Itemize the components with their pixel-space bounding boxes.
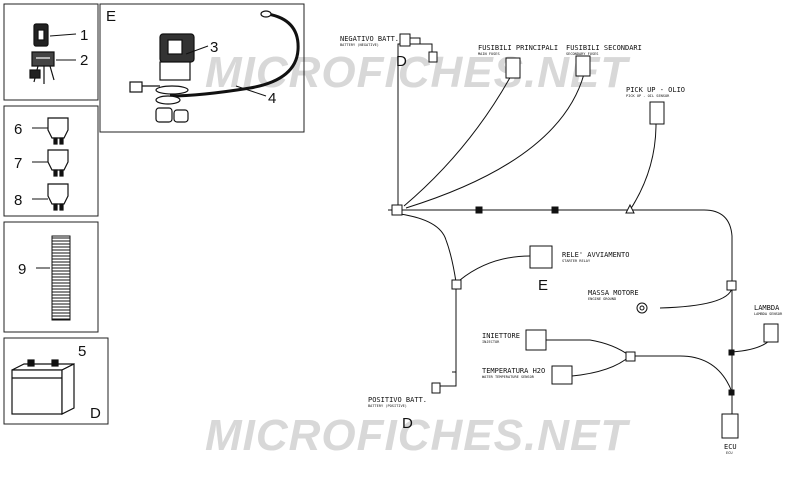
water-temp-label: TEMPERATURA H2O	[482, 367, 545, 375]
panel-battery: 5 D	[3, 337, 109, 425]
lambda-sub: LAMBDA SENSOR	[754, 312, 783, 316]
wiring-harness	[388, 37, 771, 414]
neg-battery-label: NEGATIVO BATT.	[340, 35, 399, 43]
lock-cylinder-drawing	[129, 33, 195, 123]
panel-ignition: 1 2	[3, 3, 99, 101]
pickup-label: PICK UP - OLIO	[626, 86, 685, 94]
starter-relay-sub: STARTER RELAY	[562, 259, 591, 263]
injector-box	[525, 329, 547, 351]
main-fuses-box	[505, 57, 521, 79]
fuse-drawing-7	[47, 149, 69, 177]
harness-labels: NEGATIVO BATT. BATTERY (NEGATIVE) D FUSI…	[340, 35, 783, 455]
lambda-label: LAMBDA	[754, 304, 780, 312]
callout-3: 3	[210, 39, 218, 56]
watermark-top: MICROFICHES.NET	[205, 48, 630, 97]
starter-relay-letter: E	[538, 277, 548, 294]
fuse-drawing-8	[47, 183, 69, 211]
water-temp-sub: WATER TEMPERATURE SENSOR	[482, 375, 535, 379]
panel-strip: 9	[3, 221, 99, 333]
watermark-bottom: MICROFICHES.NET	[205, 411, 630, 460]
injector-label: INIETTORE	[482, 332, 520, 340]
harness-components	[399, 33, 779, 439]
callout-7: 7	[14, 155, 22, 172]
callout-4: 4	[268, 90, 276, 107]
callout-9: 9	[18, 261, 26, 278]
secondary-fuses-box	[575, 55, 591, 77]
engine-ground-sub: ENGINE GROUND	[588, 297, 616, 301]
ribbed-strip-drawing	[51, 235, 71, 321]
neg-battery-sub: BATTERY (NEGATIVE)	[340, 43, 379, 47]
panel-lock-set-letter: E	[106, 8, 116, 25]
ignition-switch-drawing	[29, 23, 55, 84]
neg-battery-terminal	[399, 33, 411, 47]
lambda-box	[763, 323, 779, 343]
harness-connectors	[391, 51, 737, 396]
panel-fuses: 6 7 8	[3, 105, 99, 217]
panel-battery-letter: D	[90, 405, 101, 422]
ecu-label: ECU	[724, 443, 737, 451]
injector-sub: INJECTOR	[482, 340, 500, 344]
callout-2: 2	[80, 52, 88, 69]
main-fuses-label: FUSIBILI PRINCIPALI	[478, 44, 558, 52]
secondary-fuses-label: FUSIBILI SECONDARI	[566, 44, 642, 52]
main-fuses-sub: MAIN FUSES	[478, 52, 500, 56]
neg-battery-letter: D	[396, 53, 407, 70]
callout-5: 5	[78, 343, 86, 360]
starter-relay-label: RELE' AVVIAMENTO	[562, 251, 629, 259]
panel-lock-set: E 3 4	[99, 3, 305, 133]
pos-battery-sub: BATTERY (POSITIVE)	[368, 404, 407, 408]
callout-1: 1	[80, 27, 88, 44]
ecu-box	[721, 413, 739, 439]
pickup-sub: PICK UP - OIL SENSOR	[626, 94, 670, 98]
pickup-sensor-box	[649, 101, 665, 125]
battery-drawing	[11, 359, 75, 415]
callout-8: 8	[14, 192, 22, 209]
secondary-fuses-sub: SECONDARY FUSES	[566, 52, 598, 56]
water-temp-box	[551, 365, 573, 385]
pos-battery-label: POSITIVO BATT.	[368, 396, 427, 404]
pos-battery-letter: D	[402, 415, 413, 432]
ecu-sub: ECU	[726, 451, 733, 455]
callout-6: 6	[14, 121, 22, 138]
starter-relay-box	[529, 245, 553, 269]
engine-ground-label: MASSA MOTORE	[588, 289, 639, 297]
fuse-drawing-6	[47, 117, 69, 145]
